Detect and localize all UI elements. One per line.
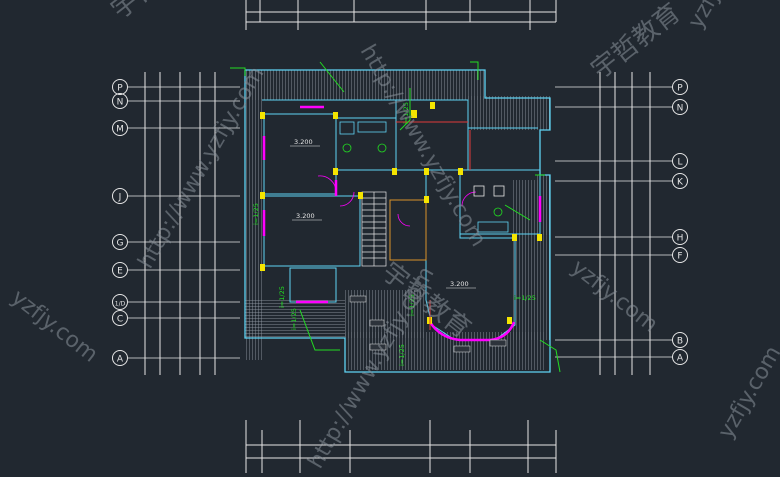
bottom-dimension-lines — [245, 420, 557, 473]
axis-label: A — [117, 355, 124, 365]
slope-label: i=1/25 — [402, 102, 410, 124]
axis-label: H — [677, 234, 684, 244]
windows — [262, 105, 542, 342]
axis-bubble — [112, 120, 128, 136]
slope-label: i=1/25 — [278, 286, 286, 308]
elevation-labels: 3.200 3.200 3.200 — [290, 138, 476, 289]
axis-label: G — [117, 239, 124, 249]
watermark-text: 宇哲教育 — [106, 0, 206, 26]
slope-label: i=1/25 — [290, 308, 298, 330]
right-axis-bubbles: PN LK HF BA — [555, 79, 688, 365]
axis-bubble — [672, 247, 688, 263]
axis-label: P — [117, 84, 123, 94]
slope-label: i=1/25 — [514, 294, 536, 302]
left-dimension-lines — [144, 72, 216, 375]
axis-bubble — [672, 173, 688, 189]
axis-bubble — [112, 294, 128, 310]
right-dimension-lines — [599, 72, 651, 375]
staircase — [361, 191, 387, 267]
axis-bubble — [672, 79, 688, 95]
slope-labels: i=1/25 i=1/25 i=1/25 i=1/25 i=1/25 i=1/2… — [252, 102, 536, 366]
axis-label: P — [677, 84, 683, 94]
watermarks: http://www.yzfjy.com http://www.yzfjy.co… — [6, 0, 780, 473]
axis-bubble — [112, 262, 128, 278]
axis-bubble — [672, 153, 688, 169]
elevation-label: 3.200 — [294, 138, 313, 146]
axis-label: B — [677, 337, 683, 347]
slope-label: i=1/25 — [398, 344, 406, 366]
watermark-text: yzfjy.com — [566, 255, 662, 338]
axis-label: K — [677, 178, 684, 188]
axis-bubble — [112, 79, 128, 95]
green-leader-lines — [230, 61, 561, 373]
axis-label: L — [677, 158, 682, 168]
axis-bubble — [672, 99, 688, 115]
top-dimension-lines — [245, 0, 557, 30]
watermark-text: yzfjy.com — [6, 285, 102, 368]
axis-label: N — [677, 104, 684, 114]
axis-label: A — [677, 354, 684, 364]
axis-label: N — [117, 98, 124, 108]
axis-bubble — [112, 310, 128, 326]
axis-label: C — [117, 315, 123, 325]
axis-bubble — [112, 234, 128, 250]
elevation-label: 3.200 — [296, 212, 315, 220]
axis-label: E — [117, 267, 123, 277]
axis-label: M — [116, 125, 124, 135]
axis-bubble — [672, 229, 688, 245]
watermark-text: yzfjy.com — [684, 0, 757, 33]
axis-bubble — [112, 93, 128, 109]
axis-bubble — [112, 188, 128, 204]
axis-label: J — [118, 193, 122, 203]
slope-label: i=1/25 — [252, 203, 260, 225]
bathroom-fixtures — [339, 121, 509, 233]
furniture-blocks — [349, 295, 507, 353]
watermark-text: yzfjy.com — [714, 342, 780, 443]
building-outline — [230, 61, 561, 373]
axis-label: 1/D — [115, 301, 126, 308]
elevation-label: 3.200 — [450, 280, 469, 288]
axis-bubble — [672, 349, 688, 365]
axis-bubble — [672, 332, 688, 348]
left-axis-bubbles: PN M J G E 1/D C A — [112, 79, 240, 366]
axis-label: F — [677, 252, 682, 262]
axis-bubble — [112, 350, 128, 366]
watermark-text: 宇哲教育 — [586, 0, 686, 86]
slope-label: i=1/25 — [408, 294, 416, 316]
